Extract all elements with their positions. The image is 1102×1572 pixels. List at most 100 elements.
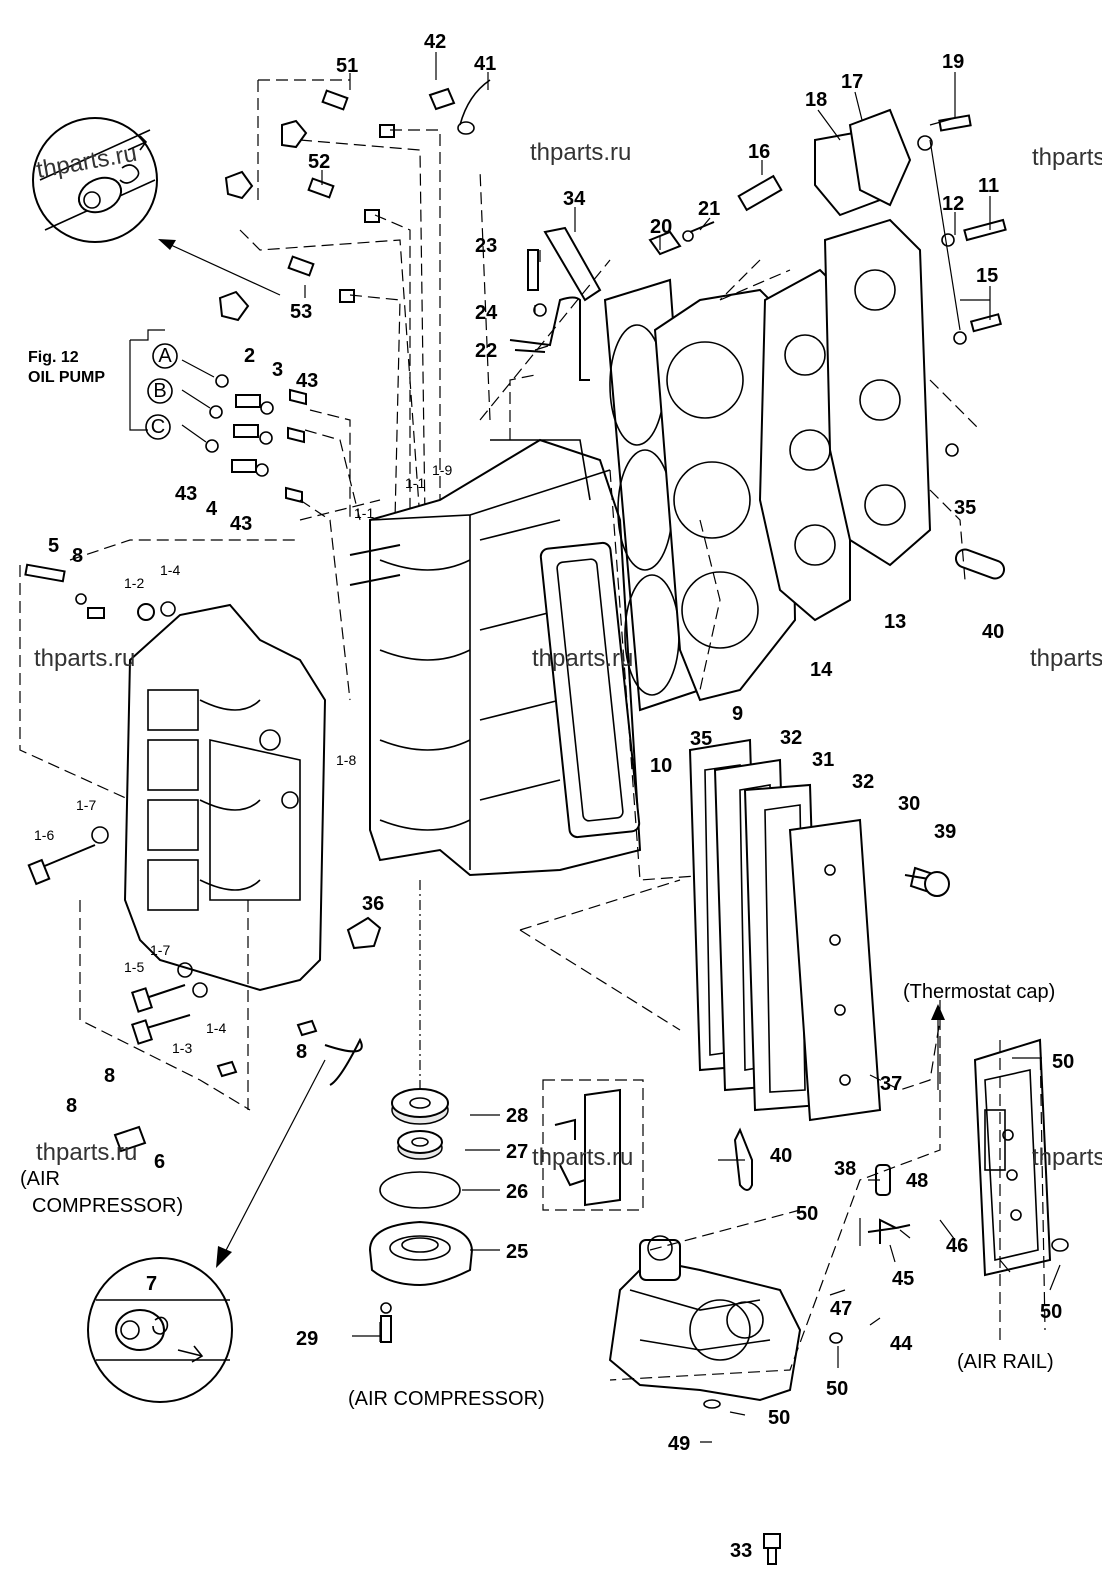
label-13: 13: [884, 611, 906, 633]
crankcase-left-cover: [123, 603, 327, 992]
arrows-abc: [181, 359, 215, 443]
label-28: 28: [506, 1105, 528, 1127]
label-10: 10: [650, 755, 672, 777]
label-1-3: 1-3: [172, 1040, 192, 1056]
inset-box: [542, 1079, 644, 1211]
label-26: 26: [506, 1181, 528, 1203]
caption-air-compressor-left-1: (AIR: [20, 1168, 60, 1190]
label-3: 3: [272, 359, 283, 381]
circle-label-a: A: [152, 343, 178, 369]
label-50-right: 50: [1040, 1301, 1062, 1323]
label-5: 5: [48, 535, 59, 557]
arrow-head: [158, 239, 176, 250]
label-48: 48: [906, 1170, 928, 1192]
label-39: 39: [934, 821, 956, 843]
label-7: 7: [146, 1273, 157, 1295]
label-30: 30: [898, 793, 920, 815]
label-21: 21: [698, 198, 720, 220]
exhaust-plates: [688, 738, 950, 1122]
label-31: 31: [812, 749, 834, 771]
label-42: 42: [424, 31, 446, 53]
circle-letter-b: B: [153, 380, 166, 402]
watermark: thparts: [1030, 645, 1102, 672]
head-cover: [823, 218, 932, 567]
label-40-bottom: 40: [770, 1145, 792, 1167]
label-1-6: 1-6: [34, 827, 54, 843]
label-8-lower: 8: [104, 1065, 115, 1087]
label-1-4-bottom: 1-4: [206, 1020, 226, 1036]
label-8-top: 8: [72, 545, 83, 567]
label-45: 45: [892, 1268, 914, 1290]
detail-circle-bottom: [87, 1257, 233, 1403]
label-12: 12: [942, 193, 964, 215]
label-43-top: 43: [296, 370, 318, 392]
label-1-1a: 1-1: [405, 475, 425, 491]
label-4: 4: [206, 498, 218, 520]
caption-oil-pump: OIL PUMP: [28, 369, 105, 386]
label-22: 22: [475, 340, 497, 362]
watermark: thparts.ru: [36, 1139, 137, 1166]
watermark: thparts.ru: [530, 139, 631, 166]
thermostat-parts: [737, 108, 1007, 580]
label-44: 44: [890, 1333, 913, 1355]
dashed-guides-3: [19, 539, 300, 801]
caption-thermostat-cap: (Thermostat cap): [903, 981, 1055, 1003]
captions: Fig. 12 OIL PUMP (Thermostat cap) (AIR C…: [20, 349, 1055, 1410]
dashed-guides-2: [299, 409, 381, 701]
label-1-7-bottom: 1-7: [150, 942, 170, 958]
label-50-lower: 50: [826, 1378, 848, 1400]
label-8-mid: 8: [296, 1041, 307, 1063]
label-23: 23: [475, 235, 497, 257]
dashed-guides-5: [479, 169, 791, 440]
label-34: 34: [563, 188, 586, 210]
label-25: 25: [506, 1241, 528, 1263]
watermark: thparts: [1032, 1144, 1102, 1171]
part-numbers: 51 42 41 52 53 34 16 18 17 19 11 12 15 2…: [34, 31, 1074, 1562]
cylinder-head: [653, 288, 797, 702]
air-tubes: [703, 1051, 1069, 1565]
label-50-top: 50: [1052, 1051, 1074, 1073]
label-20: 20: [650, 216, 672, 238]
oil-pump-fittings: [205, 374, 307, 504]
label-41: 41: [474, 53, 496, 75]
label-43-left: 43: [175, 483, 197, 505]
label-leaders: [304, 52, 991, 351]
leader-line: [159, 239, 281, 296]
watermark: thparts.ru: [532, 645, 633, 672]
label-9: 9: [732, 703, 743, 725]
label-35-right: 35: [954, 497, 976, 519]
label-11: 11: [978, 175, 999, 197]
arrow-line: [221, 1059, 326, 1259]
thermostat-arrow-head: [931, 1004, 945, 1020]
label-leaders-3: [352, 1057, 1061, 1549]
bracket-line: [129, 329, 165, 431]
label-1-1b: 1-1: [354, 505, 374, 521]
bolts-left: [24, 563, 363, 1153]
label-1-4-top: 1-4: [160, 562, 180, 578]
air-compressor: [608, 1235, 802, 1402]
label-51: 51: [336, 55, 358, 77]
watermarks: thparts.ru thparts.ru thparts thparts.ru…: [34, 139, 1102, 1171]
label-2: 2: [244, 345, 255, 367]
label-15: 15: [976, 265, 998, 287]
label-19: 19: [942, 51, 964, 73]
dashed-guides-6: [609, 379, 981, 881]
label-32-mid: 32: [852, 771, 874, 793]
label-1-2: 1-2: [124, 575, 144, 591]
circle-label-c: C: [145, 414, 171, 440]
circle-label-b: B: [147, 378, 173, 404]
label-18: 18: [805, 89, 827, 111]
label-16: 16: [748, 141, 770, 163]
dashed-guides: [239, 79, 441, 521]
label-53: 53: [290, 301, 312, 323]
label-17: 17: [841, 71, 863, 93]
label-36: 36: [362, 893, 384, 915]
label-50-mid: 50: [796, 1203, 818, 1225]
label-43-right: 43: [230, 513, 252, 535]
label-47: 47: [830, 1298, 852, 1320]
watermark: thparts.ru: [532, 1144, 633, 1171]
circle-letter-a: A: [158, 345, 172, 367]
hose-fittings: [218, 79, 491, 322]
label-40-top: 40: [982, 621, 1004, 643]
